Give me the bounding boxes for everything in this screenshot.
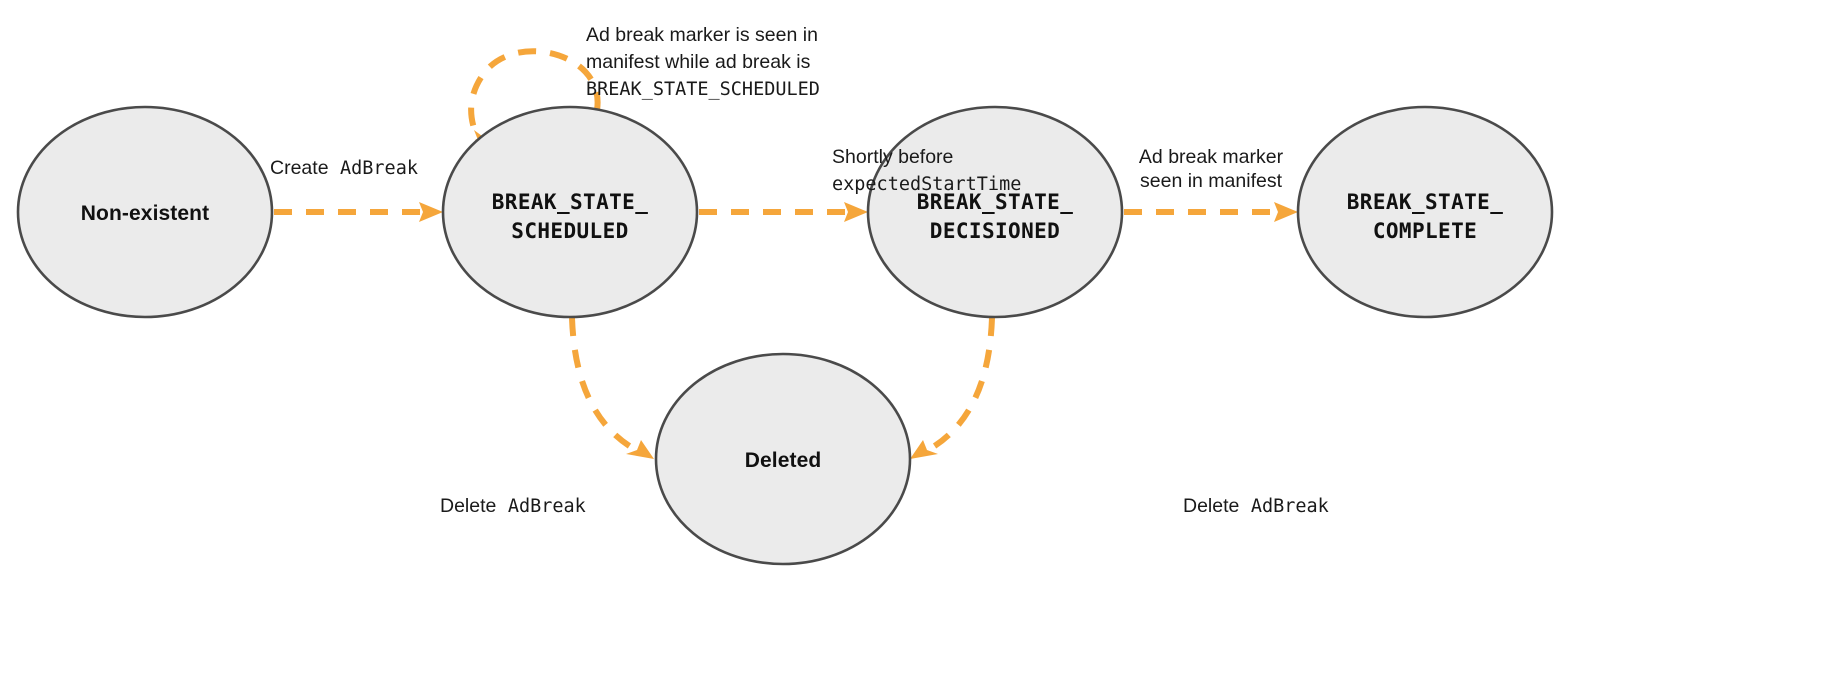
edge-label-decisioned-to-complete: Ad break marker seen in manifest: [1139, 146, 1284, 192]
node-break-state-decisioned-label-line2: DECISIONED: [930, 219, 1060, 243]
edge-label-scheduled-to-deleted: Delete AdBreak: [440, 495, 586, 517]
node-break-state-complete[interactable]: BREAK_STATE_ COMPLETE: [1296, 105, 1554, 319]
edge-decisioned-to-deleted-arrowhead: [910, 440, 938, 459]
edge-scheduled-to-deleted-arrowhead: [626, 440, 654, 459]
node-break-state-decisioned[interactable]: BREAK_STATE_ DECISIONED: [866, 105, 1124, 319]
node-break-state-complete-shape: [1296, 105, 1554, 319]
edge-label-delete-right-text: Delete AdBreak: [1183, 495, 1329, 517]
edge-label-loop-line2: manifest while ad break is: [586, 51, 811, 73]
edge-decisioned-to-complete: [1124, 202, 1298, 222]
edge-decisioned-to-deleted-line: [926, 317, 995, 453]
edge-scheduled-to-deleted-line: [569, 317, 638, 453]
edge-scheduled-self-loop-line: [468, 48, 601, 143]
edge-label-shortly-mono: expectedStartTime: [832, 174, 1021, 195]
edge-create-adbreak-arrowhead: [419, 202, 443, 222]
edge-label-scheduled-self-loop: Ad break marker is seen in manifest whil…: [586, 24, 820, 100]
node-deleted[interactable]: Deleted: [654, 352, 912, 566]
edge-label-delete-right-mono: AdBreak: [1251, 496, 1329, 517]
edge-scheduled-to-decisioned: [699, 202, 868, 222]
edge-decisioned-to-complete-arrowhead: [1274, 202, 1298, 222]
edge-label-scheduled-to-decisioned: Shortly before expectedStartTime: [832, 146, 1021, 195]
edge-label-loop-line3: BREAK_STATE_SCHEDULED: [586, 79, 820, 100]
edge-label-create-adbreak-text: Create AdBreak: [270, 157, 418, 179]
edge-label-marker-line1: Ad break marker: [1139, 146, 1284, 168]
edge-label-marker-line2: seen in manifest: [1140, 170, 1283, 192]
node-break-state-scheduled-label-line1: BREAK_STATE_: [492, 190, 649, 214]
node-break-state-scheduled-shape: [441, 105, 699, 319]
node-break-state-complete-label-line1: BREAK_STATE_: [1347, 190, 1504, 214]
node-break-state-decisioned-shape: [866, 105, 1124, 319]
edge-label-delete-left-text: Delete AdBreak: [440, 495, 586, 517]
edge-label-loop-line1: Ad break marker is seen in: [586, 24, 818, 46]
edge-label-delete-left-mono: AdBreak: [508, 496, 586, 517]
edge-create-adbreak: [274, 202, 443, 222]
edge-label-create-adbreak: Create AdBreak: [270, 157, 418, 179]
node-non-existent-shape: [16, 105, 274, 319]
node-deleted-shape: [654, 352, 912, 566]
node-non-existent[interactable]: Non-existent: [16, 105, 274, 319]
edge-label-delete-right-sans: Delete: [1183, 495, 1239, 517]
edge-scheduled-to-decisioned-arrowhead: [844, 202, 868, 222]
edge-label-shortly-sans: Shortly before: [832, 146, 953, 168]
edge-scheduled-to-deleted: [569, 317, 654, 459]
node-non-existent-label: Non-existent: [81, 202, 209, 225]
node-break-state-complete-label-line2: COMPLETE: [1373, 219, 1477, 243]
node-break-state-scheduled-label-line2: SCHEDULED: [511, 219, 628, 243]
edge-label-decisioned-to-deleted: Delete AdBreak: [1183, 495, 1329, 517]
edge-label-create-sans: Create: [270, 157, 329, 179]
edge-label-create-mono: AdBreak: [340, 158, 418, 179]
node-break-state-scheduled[interactable]: BREAK_STATE_ SCHEDULED: [441, 105, 699, 319]
node-deleted-label: Deleted: [745, 449, 822, 472]
edge-label-delete-left-sans: Delete: [440, 495, 496, 517]
edge-decisioned-to-deleted: [910, 317, 995, 459]
node-break-state-decisioned-label-line1: BREAK_STATE_: [917, 190, 1074, 214]
